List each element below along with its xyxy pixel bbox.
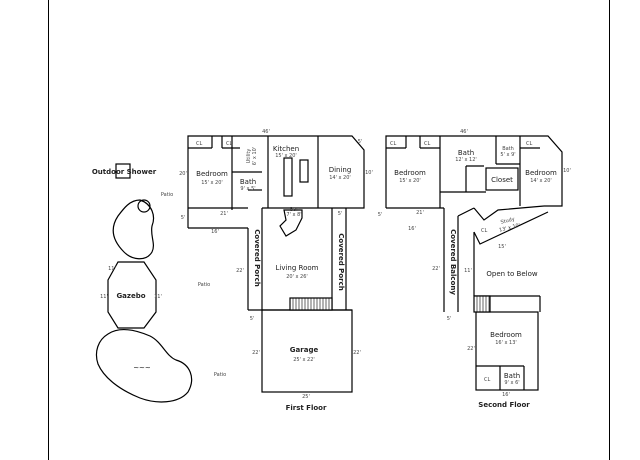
sf-bedroom-right-name: Bedroom — [525, 169, 557, 177]
gazebo-label: Gazebo — [116, 292, 145, 300]
ff-dim-garage-left: 22' — [252, 350, 260, 356]
sf-closet-name: Closet — [491, 176, 513, 184]
sf-dim-balcony-5: 5' — [447, 316, 452, 322]
ff-dining-size: 14' x 20' — [329, 175, 351, 181]
patio-label-2: Patio — [198, 282, 210, 288]
sf-bath-lower-size: 9' x 6' — [504, 380, 519, 386]
gazebo-dim-top: 11' — [108, 266, 116, 272]
sf-bedroom-left-name: Bedroom — [394, 169, 426, 177]
sf-dim-right: 10' — [563, 168, 571, 174]
ff-garage-size: 25' x 22' — [293, 357, 315, 363]
ff-dim-left-lower: 5' — [181, 215, 186, 221]
ff-utility-name: Utility — [246, 149, 252, 164]
sf-study-size: 13' x 10' — [499, 223, 521, 234]
ff-dim-porch-5: 5' — [250, 316, 255, 322]
ff-dining-name: Dining — [329, 166, 352, 174]
ff-bath-name: Bath — [240, 178, 256, 186]
sf-bath-mid-name: Bath — [458, 149, 474, 157]
ff-dim-right: 10' — [365, 170, 373, 176]
ff-kitchen-size: 15' x 20' — [275, 153, 297, 159]
sf-closet-3: CL — [526, 141, 532, 147]
sf-bath-small-size: 5' x 9' — [500, 152, 515, 158]
patio-label-1: Patio — [161, 192, 173, 198]
ff-closet-2: CL — [226, 141, 232, 147]
sf-bedroom-right-size: 14' x 20' — [530, 178, 552, 184]
sf-closet-5: CL — [484, 377, 490, 383]
sf-bath-mid-size: 12' x 12' — [455, 157, 477, 163]
sf-dim-21: 21' — [416, 210, 424, 216]
sf-bedroom-lower-name: Bedroom — [490, 331, 522, 339]
ff-bath-size: 9' x 5' — [240, 186, 255, 192]
sf-floor-title: Second Floor — [478, 401, 530, 409]
ff-dim-corner: 5' — [358, 139, 363, 145]
first-floor-labels: 46' 20' 5' 10' 5' 21' 16' 5' 22' 5' 22' … — [179, 129, 373, 412]
ff-dim-top: 46' — [262, 129, 270, 135]
sf-dim-top: 46' — [460, 129, 468, 135]
ff-floor-title: First Floor — [286, 404, 327, 412]
second-floor-walls — [385, 135, 563, 391]
ff-dim-garage-bottom: 25' — [302, 394, 310, 400]
ff-covered-porch-left: Covered Porch — [253, 229, 261, 286]
page-frame — [48, 0, 610, 460]
pool-wave-icon: ~~~ — [133, 364, 151, 372]
ff-dim-21: 21' — [220, 211, 228, 217]
sf-closet-1: CL — [390, 141, 396, 147]
sf-dim-study: 15' — [498, 244, 506, 250]
ff-bedroom-name: Bedroom — [196, 170, 228, 178]
first-floor-walls — [187, 135, 365, 393]
ff-kitchen-name: Kitchen — [273, 145, 299, 153]
ff-utility-size: 6' x 10' — [252, 147, 258, 165]
ff-bedroom-size: 15' x 20' — [201, 180, 223, 186]
sf-bedroom-left-size: 15' x 20' — [399, 178, 421, 184]
ff-living-name: Living Room — [276, 264, 319, 272]
ff-closet-1: CL — [196, 141, 202, 147]
sf-dim-open: 11' — [464, 268, 472, 274]
stair-treads — [292, 296, 490, 312]
sf-dim-bedroom: 22' — [467, 346, 475, 352]
outdoor-labels: Outdoor Shower Gazebo 11' 11' 11' Patio … — [92, 168, 226, 378]
ff-covered-porch-right: Covered Porch — [337, 233, 345, 290]
sf-bedroom-lower-size: 16' x 13' — [495, 340, 517, 346]
sf-closet-2: CL — [424, 141, 430, 147]
sf-bath-lower-name: Bath — [504, 372, 520, 380]
ff-dim-porch-22: 22' — [236, 268, 244, 274]
outdoor-shower-label: Outdoor Shower — [92, 168, 157, 176]
ff-dim-5: 5' — [338, 211, 343, 217]
sf-open-to-below: Open to Below — [486, 270, 538, 278]
sf-dim-left: 5' — [378, 212, 383, 218]
second-floor-labels: 46' 5' 10' 21' 16' 15' 11' 22' 5' 22' 16… — [378, 129, 571, 409]
ff-dim-garage-right: 22' — [353, 350, 361, 356]
second-floor-stairs — [473, 295, 491, 313]
gazebo-dim-left: 11' — [100, 294, 108, 300]
sf-study-name: Study — [500, 216, 515, 225]
ff-garage-name: Garage — [290, 346, 319, 354]
ff-dim-left-upper: 20' — [179, 171, 187, 177]
sf-dim-balcony: 22' — [432, 266, 440, 272]
ff-bar-size: 7' x 8' — [286, 212, 301, 218]
gazebo-dim-right: 11' — [154, 294, 162, 300]
sf-dim-bottom: 16' — [502, 392, 510, 398]
sf-covered-balcony: Covered Balcony — [449, 229, 457, 295]
ff-living-size: 20' x 26' — [286, 274, 308, 280]
patio-label-3: Patio — [214, 372, 226, 378]
ff-dim-16: 16' — [211, 229, 219, 235]
ff-bar-name: Bar — [290, 207, 299, 213]
sf-bath-small-name: Bath — [502, 146, 514, 152]
sf-dim-16: 16' — [408, 226, 416, 232]
outdoor-features — [95, 163, 193, 403]
sf-closet-4: CL — [481, 228, 487, 234]
